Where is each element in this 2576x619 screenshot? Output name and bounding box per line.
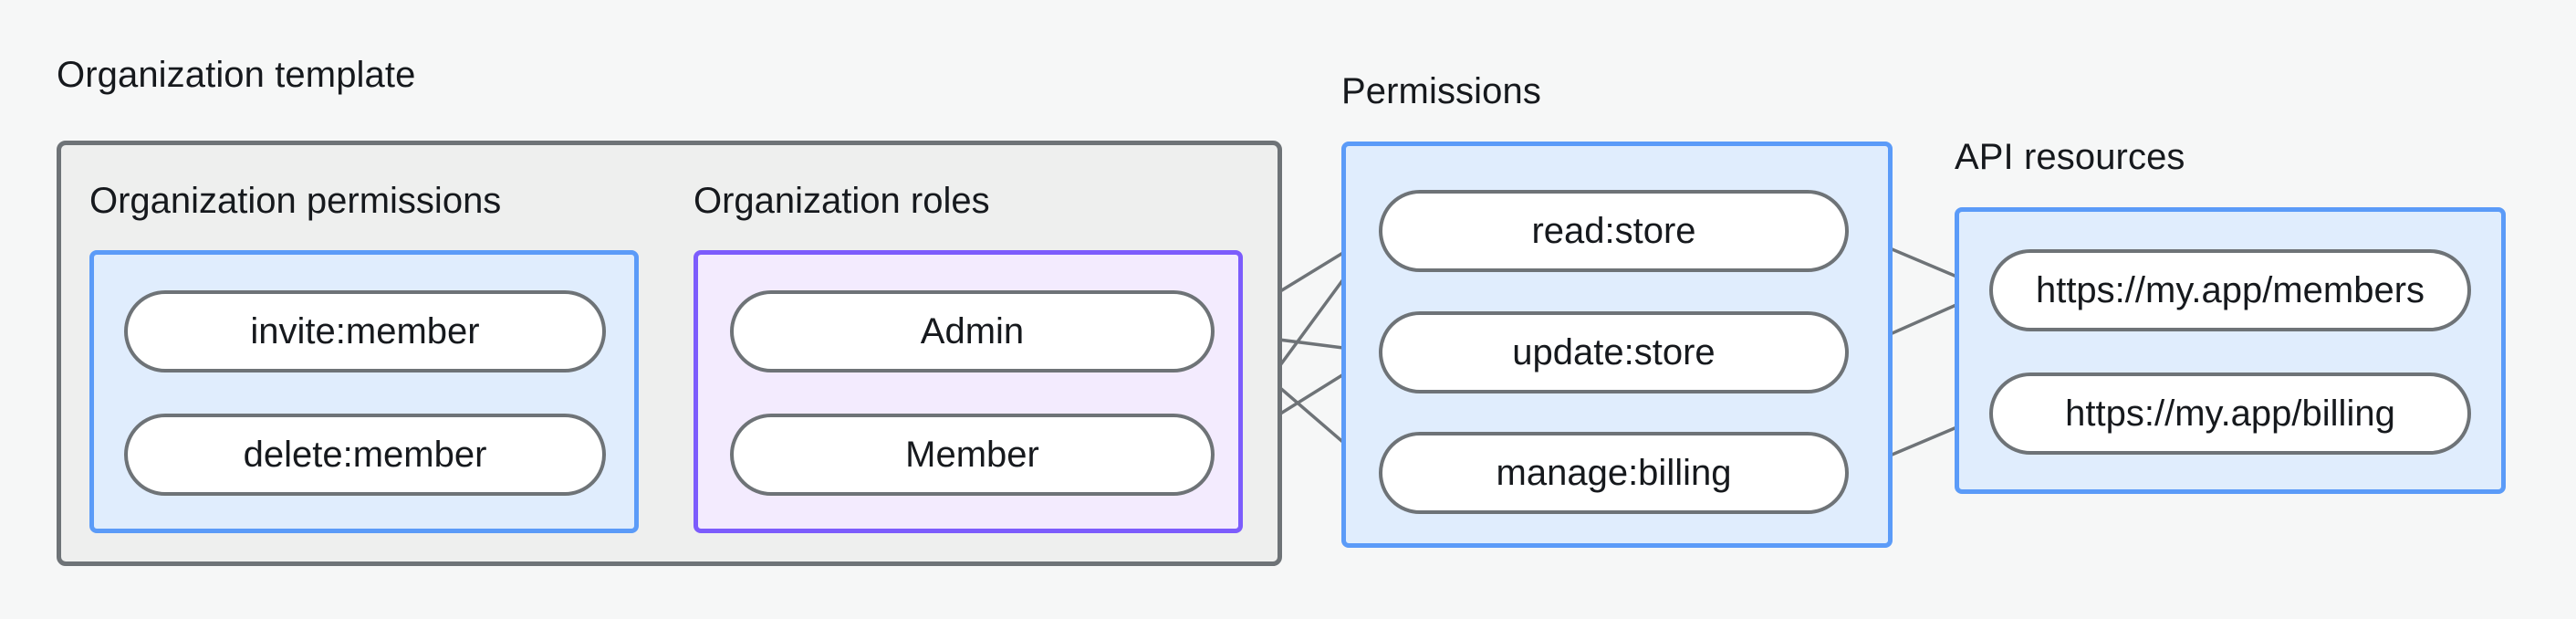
node-read-store[interactable]: read:store xyxy=(1379,190,1849,272)
organization-permissions-label: Organization permissions xyxy=(89,181,502,221)
organization-template-label: Organization template xyxy=(57,55,416,95)
node-members-url[interactable]: https://my.app/members xyxy=(1989,249,2471,331)
node-admin[interactable]: Admin xyxy=(730,290,1215,372)
node-admin-label: Admin xyxy=(920,311,1025,351)
node-manage-billing[interactable]: manage:billing xyxy=(1379,432,1849,514)
node-billing-url[interactable]: https://my.app/billing xyxy=(1989,372,2471,455)
node-read-store-label: read:store xyxy=(1531,211,1696,251)
node-invite-member[interactable]: invite:member xyxy=(124,290,606,372)
node-manage-billing-label: manage:billing xyxy=(1496,453,1732,493)
node-member[interactable]: Member xyxy=(730,414,1215,496)
node-update-store[interactable]: update:store xyxy=(1379,311,1849,393)
api-resources-label: API resources xyxy=(1955,137,2185,177)
node-member-label: Member xyxy=(905,435,1039,475)
permissions-label: Permissions xyxy=(1341,71,1541,111)
organization-roles-label: Organization roles xyxy=(694,181,990,221)
node-members-url-label: https://my.app/members xyxy=(2035,270,2425,310)
node-billing-url-label: https://my.app/billing xyxy=(2065,393,2395,434)
node-delete-member-label: delete:member xyxy=(243,435,487,475)
node-delete-member[interactable]: delete:member xyxy=(124,414,606,496)
node-update-store-label: update:store xyxy=(1512,332,1716,372)
node-invite-member-label: invite:member xyxy=(250,311,480,351)
